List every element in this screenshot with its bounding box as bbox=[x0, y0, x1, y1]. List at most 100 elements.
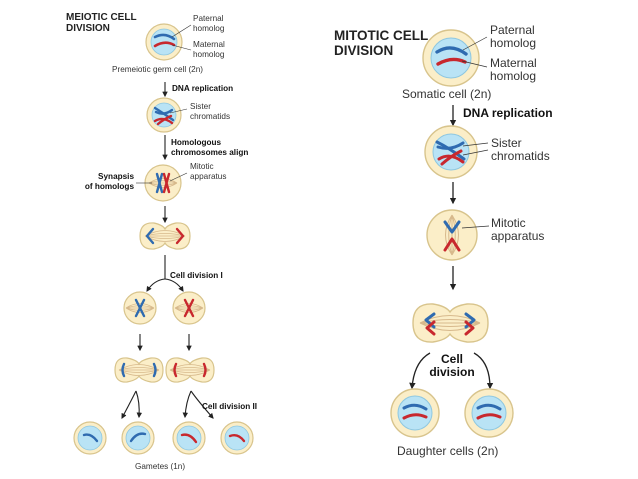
mitotic-maternal-line1: Maternal bbox=[490, 56, 537, 70]
maternal-chromatid bbox=[173, 362, 178, 378]
mitotic-daughter-cell-right bbox=[464, 388, 514, 438]
maternal-chromatid bbox=[202, 362, 207, 378]
meiotic-sister-line1: Sister bbox=[190, 102, 211, 111]
cell-division-i-label: Cell division I bbox=[170, 271, 223, 280]
meiotic-title: MEIOTIC CELL DIVISION bbox=[66, 12, 137, 34]
arrow-division-i-right bbox=[164, 278, 184, 292]
arrow-division-ii bbox=[182, 390, 192, 419]
arrow-cell-division-right bbox=[473, 352, 494, 390]
pointer-line bbox=[169, 172, 188, 182]
maternal-chromosome bbox=[183, 298, 195, 318]
paternal-chromatid bbox=[152, 362, 157, 378]
meiotic-anaphase-i-cell bbox=[139, 222, 191, 250]
homologs-align-line1: Homologous bbox=[171, 138, 222, 147]
synapsis-label: Synapsis of homologs bbox=[74, 172, 134, 191]
mitotic-replicated-cell bbox=[424, 125, 478, 179]
meiotic-anaphase-ii-cell-right bbox=[165, 357, 215, 383]
sister-chromatid bbox=[154, 108, 174, 115]
meiotic-mitotic-apparatus-label: Mitotic apparatus bbox=[190, 162, 226, 181]
maternal-chromosome bbox=[228, 433, 246, 443]
premeiotic-cell-label: Premeiotic germ cell (2n) bbox=[112, 65, 203, 74]
sister-chromatid bbox=[440, 149, 463, 166]
mitotic-anaphase-cell bbox=[412, 303, 489, 343]
pointer-line bbox=[169, 108, 188, 114]
meiotic-anaphase-ii-cell-left bbox=[114, 357, 164, 383]
gametes-label: Gametes (1n) bbox=[135, 462, 186, 471]
meiotic-premeiotic-cell bbox=[145, 23, 183, 61]
maternal-chromosome bbox=[476, 413, 502, 420]
pointer-line bbox=[462, 149, 489, 156]
mitotic-sister-chromatids-label: Sister chromatids bbox=[491, 137, 550, 163]
arrow-division-i-left bbox=[146, 278, 166, 292]
sister-chromatid bbox=[156, 114, 173, 126]
paternal-chromosome bbox=[443, 220, 461, 234]
mitotic-somatic-cell bbox=[422, 29, 480, 87]
paternal-chromosome bbox=[435, 46, 468, 56]
mitotic-maternal-label: Maternal homolog bbox=[490, 57, 537, 83]
mitotic-maternal-line2: homolog bbox=[490, 69, 537, 83]
pointer-line bbox=[461, 60, 488, 68]
meiotic-title-line1: MEIOTIC CELL bbox=[66, 12, 137, 23]
meiotic-dna-replication-label: DNA replication bbox=[172, 84, 234, 93]
gamete-cell bbox=[121, 421, 155, 455]
mitotic-apparatus-line2: apparatus bbox=[491, 229, 545, 243]
pointer-line bbox=[461, 225, 490, 229]
paternal-chromosome bbox=[155, 172, 164, 194]
maternal-chromosome bbox=[443, 237, 461, 252]
paternal-chromosome bbox=[476, 403, 502, 411]
pointer-line bbox=[171, 44, 192, 51]
paternal-chromosome bbox=[129, 432, 147, 443]
pointer-line bbox=[462, 36, 488, 51]
sister-chromatid bbox=[436, 141, 465, 150]
meiotic-division-i-cell-left bbox=[123, 291, 157, 325]
daughter-cells-label: Daughter cells (2n) bbox=[397, 444, 499, 458]
pointer-line bbox=[171, 24, 192, 38]
gamete-cell bbox=[172, 421, 206, 455]
paternal-chromosome bbox=[145, 227, 155, 245]
maternal-chromosome bbox=[180, 433, 198, 444]
meiotic-paternal-line2: homolog bbox=[193, 23, 225, 33]
maternal-chromosome bbox=[402, 413, 428, 420]
arrow-cell-division-left bbox=[409, 352, 431, 390]
maternal-chromosome bbox=[162, 172, 171, 194]
mitotic-title-line2: DIVISION bbox=[334, 43, 394, 58]
mitotic-cell-division-label: Cell division bbox=[422, 353, 482, 379]
meiotic-mitotic-line1: Mitotic bbox=[190, 162, 214, 171]
somatic-cell-label: Somatic cell (2n) bbox=[402, 87, 492, 101]
mitotic-dna-replication-label: DNA replication bbox=[463, 106, 553, 120]
meiotic-maternal-line1: Maternal bbox=[193, 40, 225, 49]
paternal-chromatid bbox=[121, 362, 126, 378]
mitotic-title: MITOTIC CELL DIVISION bbox=[334, 28, 428, 58]
mitotic-title-line1: MITOTIC CELL bbox=[334, 28, 429, 43]
mitotic-paternal-line1: Paternal bbox=[490, 23, 535, 37]
meiotic-paternal-line1: Paternal bbox=[193, 14, 224, 23]
arrow-division-ii bbox=[190, 390, 214, 419]
cell-division-ii-label: Cell division II bbox=[202, 402, 258, 411]
mitotic-apparatus-label: Mitotic apparatus bbox=[491, 217, 544, 243]
meiotic-mitotic-line2: apparatus bbox=[190, 171, 227, 181]
meiotic-paternal-label: Paternal homolog bbox=[193, 14, 224, 33]
paternal-chromosome bbox=[402, 403, 428, 411]
mitotic-paternal-label: Paternal homolog bbox=[490, 24, 536, 50]
mitotic-paternal-line2: homolog bbox=[490, 36, 537, 50]
homologs-align-line2: chromosomes align bbox=[171, 147, 249, 157]
synapsis-line1: Synapsis bbox=[98, 172, 134, 181]
meiotic-sister-line2: chromatids bbox=[190, 111, 231, 121]
meiotic-sister-chromatids-label: Sister chromatids bbox=[190, 102, 230, 121]
meiotic-division-i-cell-right bbox=[172, 291, 206, 325]
paternal-chromosome bbox=[82, 433, 99, 443]
pointer-line bbox=[462, 142, 489, 147]
maternal-chromosome bbox=[153, 41, 176, 48]
gamete-cell bbox=[220, 421, 254, 455]
arrow-division-ii bbox=[135, 390, 143, 419]
meiotic-replicated-cell bbox=[146, 97, 182, 133]
mitotic-division-line1: Cell bbox=[440, 352, 463, 366]
maternal-chromosome bbox=[175, 227, 185, 245]
synapsis-line2: of homologs bbox=[84, 181, 134, 191]
meiotic-maternal-line2: homolog bbox=[193, 49, 225, 59]
meiotic-maternal-label: Maternal homolog bbox=[193, 40, 225, 59]
maternal-chromosome bbox=[464, 320, 475, 336]
gamete-cell bbox=[73, 421, 107, 455]
paternal-chromosome bbox=[134, 298, 146, 318]
